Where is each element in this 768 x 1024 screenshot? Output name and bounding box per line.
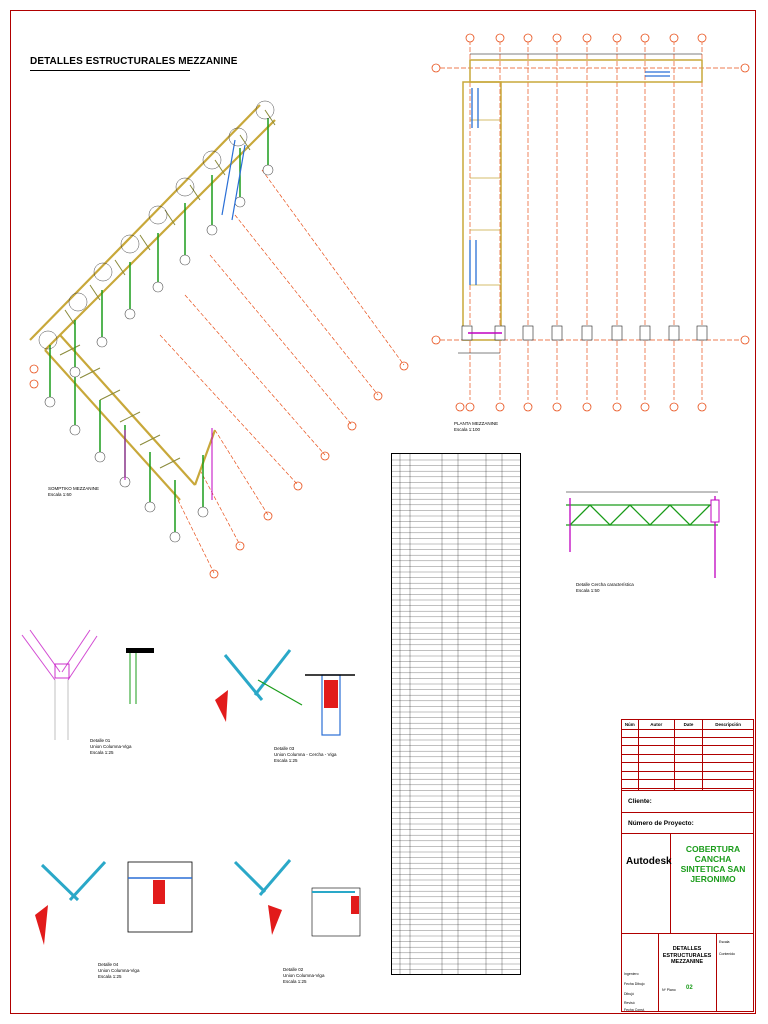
detail-02-caption: Detalle 02 Union Columna-Viga Escala 1:2… xyxy=(283,967,325,984)
truss-caption: Detalle Cercha característica Escala 1:5… xyxy=(576,582,634,593)
detail-04-caption: Detalle 04 Union Columna-Viga Escala 1:2… xyxy=(98,962,140,979)
rev-col-date: Date xyxy=(675,720,704,729)
materials-table xyxy=(391,453,521,975)
label-drawing-date: Fecha Dibujo xyxy=(624,982,645,986)
rev-col-author: Autor xyxy=(639,720,675,729)
detail-03-caption: Detalle 03 Union Columna - Cercha - Viga… xyxy=(274,746,337,763)
label-construction-date: Fecha Const. xyxy=(624,1008,645,1012)
sheet-number: 02 xyxy=(686,985,693,991)
sheet-title: DETALLES ESTRUCTURALES MEZZANINE xyxy=(662,946,712,965)
label-drawn-by: Dibujó xyxy=(624,992,634,996)
project-number-label: Número de Proyecto: xyxy=(628,820,694,827)
drawing-sheet-border xyxy=(10,10,756,1014)
rev-col-num: Núm xyxy=(622,720,639,729)
revision-table-rows xyxy=(622,729,753,791)
project-name: COBERTURA CANCHA SINTETICA SAN JERONIMO xyxy=(680,844,746,884)
client-label: Cliente: xyxy=(628,798,652,805)
label-engineer: Ingeniero xyxy=(624,972,639,976)
revision-table-header: Núm Autor Date Descripción xyxy=(622,720,753,730)
label-scale: Escala xyxy=(719,940,730,944)
title-underline xyxy=(30,70,190,71)
label-checked-by: Revisó xyxy=(624,1001,635,1005)
label-content: Contenido xyxy=(719,952,735,956)
iso-caption: SOMPTIKO MEZZANINE Escala 1:60 xyxy=(48,486,100,497)
rev-col-description: Descripción xyxy=(715,722,741,727)
title-block: Núm Autor Date Descripción Cliente: Núme… xyxy=(621,719,754,1012)
autodesk-logo: Autodesk xyxy=(626,856,672,867)
plan-caption: PLANTA MEZZANINE Escala 1:100 xyxy=(454,421,499,432)
drawing-title: DETALLES ESTRUCTURALES MEZZANINE xyxy=(30,56,238,67)
detail-01-caption: Detalle 01 Union Columna-Viga Escala 1:2… xyxy=(90,738,132,755)
label-sheet-number: Nº Plano xyxy=(662,988,676,992)
